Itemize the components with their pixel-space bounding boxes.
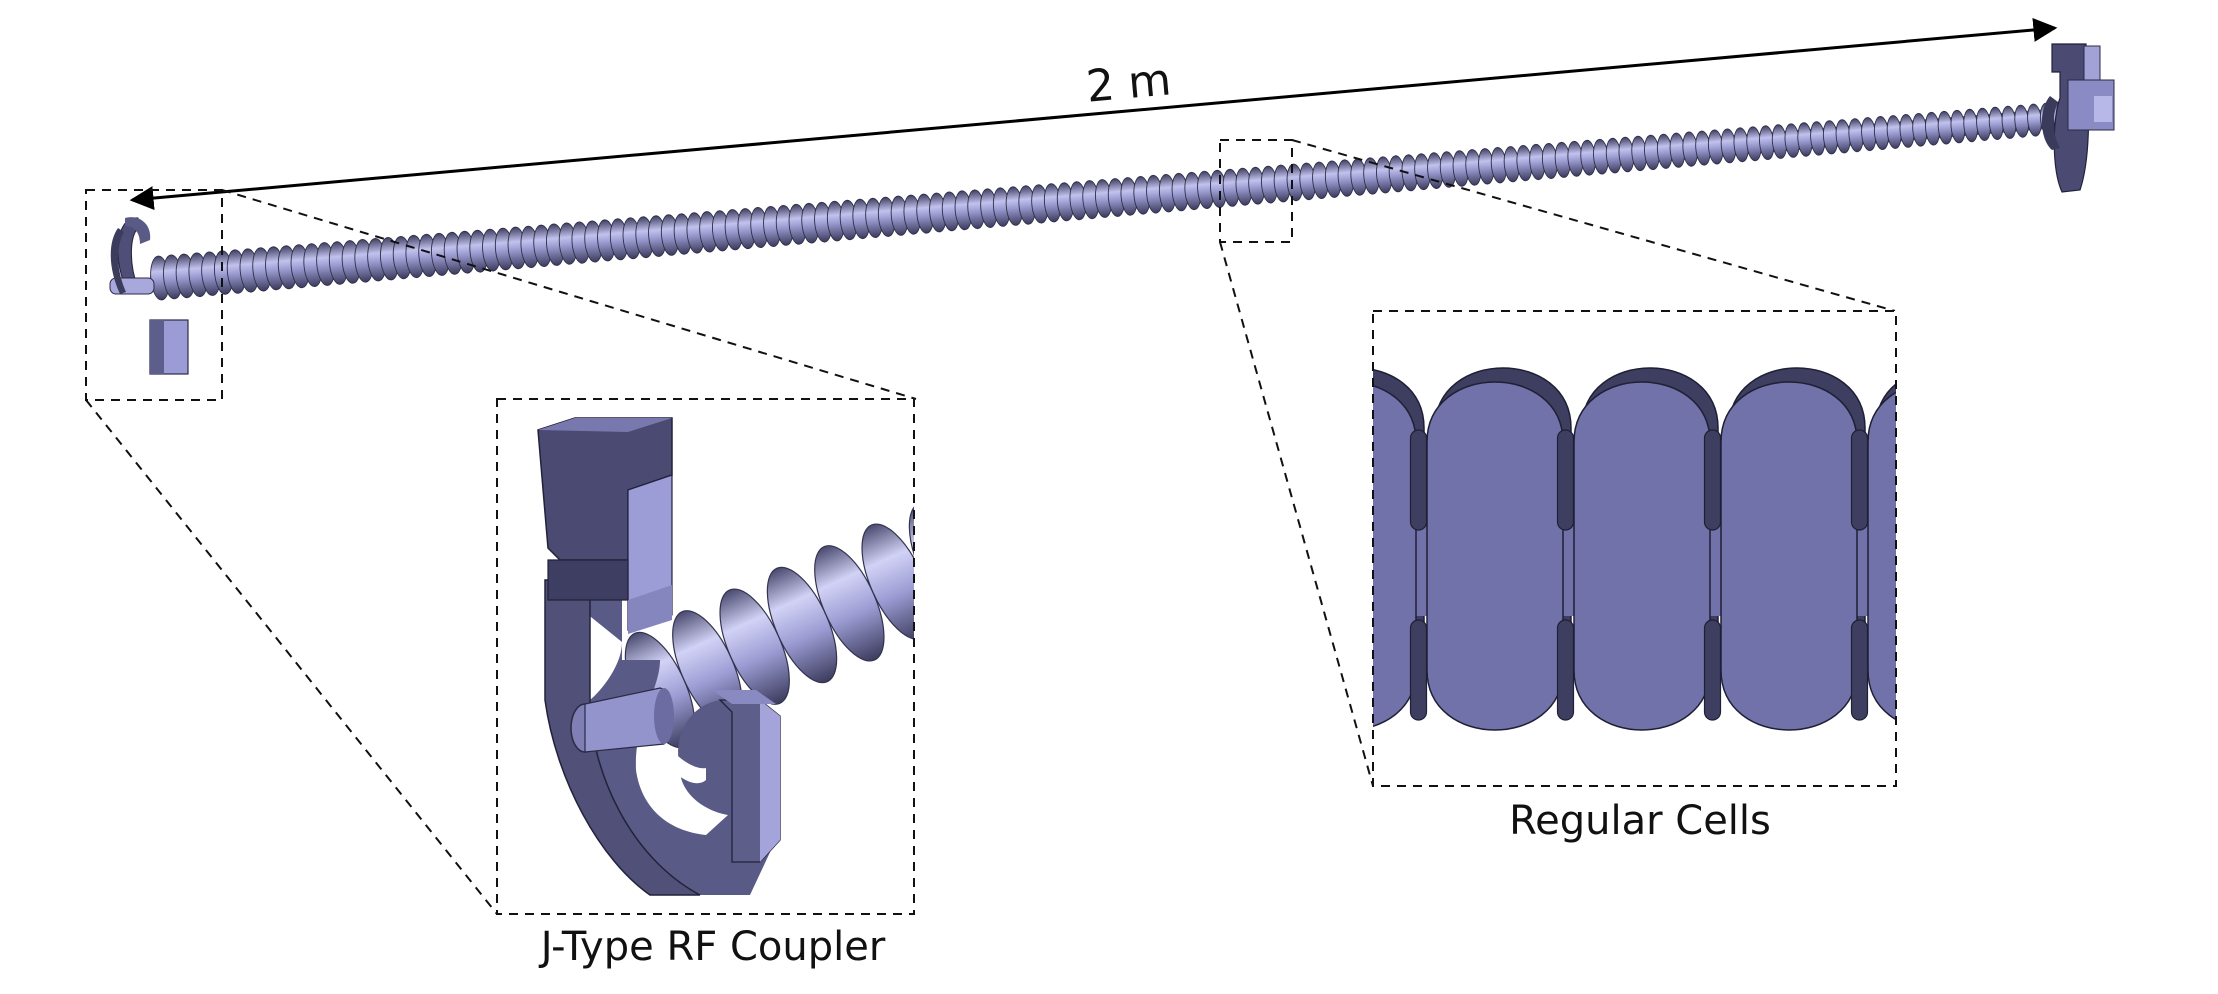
- coupler-zoom-inset: [496, 398, 915, 915]
- regular-cell: [1426, 381, 1564, 731]
- iris-slot: [1850, 619, 1869, 721]
- iris-slot: [1703, 429, 1722, 531]
- coupler-selection-box: [85, 189, 223, 401]
- cells-zoom-inset: [1372, 310, 2015, 787]
- iris-slot: [1409, 619, 1428, 721]
- cells-caption: Regular Cells: [1509, 798, 1771, 844]
- iris-slot: [1556, 429, 1575, 531]
- iris-slot: [1999, 620, 2015, 720]
- regular-cell: [1373, 385, 1417, 727]
- iris-slot: [1556, 619, 1575, 721]
- left-end-coupler: [109, 217, 189, 375]
- regular-cell: [1867, 391, 1896, 721]
- dimension-label: 2 m: [1084, 54, 1173, 112]
- cells-selection-box: [1219, 139, 1293, 243]
- iris-slot: [1703, 619, 1722, 721]
- iris-slot: [1409, 429, 1428, 531]
- regular-cell: [1573, 381, 1711, 731]
- projection-lines: [85, 139, 1896, 915]
- regular-cell: [1720, 381, 1858, 731]
- dimension-arrow: [129, 17, 2058, 211]
- accelerator-tube: [150, 101, 2070, 301]
- coupler-caption: J-Type RF Coupler: [538, 924, 886, 970]
- iris-slot: [1999, 430, 2015, 530]
- right-end-coupler: [2041, 43, 2115, 193]
- iris-slot: [1850, 429, 1869, 531]
